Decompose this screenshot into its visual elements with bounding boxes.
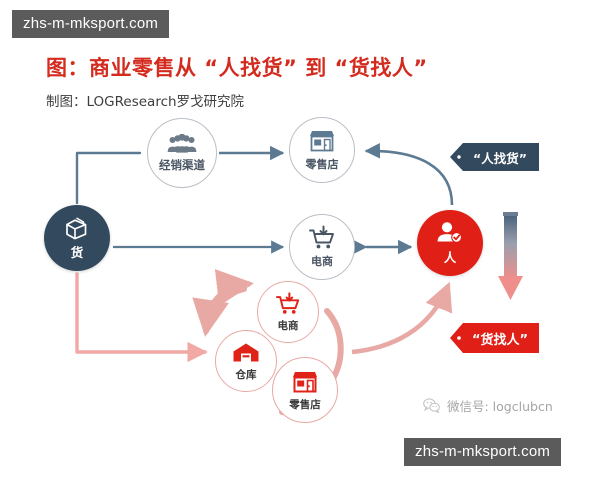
node-goods-label: 货	[70, 245, 84, 260]
user-check-icon	[434, 221, 466, 247]
page-subtitle: 制图：LOGResearch罗戈研究院	[46, 94, 245, 110]
watermark-bottom: zhs-m-mksport.com	[404, 438, 562, 466]
tag-shape-red	[450, 323, 539, 353]
transition-gradient-arrow	[498, 212, 523, 300]
page-title: 图：商业零售从 “人找货” 到 “货找人”	[46, 56, 428, 80]
node-retail-store[interactable]: 零售店	[289, 117, 355, 183]
link-goods-to-channel	[75, 151, 142, 205]
node-ecommerce-red-label: 电商	[277, 319, 299, 332]
node-warehouse[interactable]: 仓库	[215, 330, 277, 392]
node-retail-store-red[interactable]: 零售店	[272, 357, 338, 423]
node-channel-label: 经销渠道	[159, 157, 205, 172]
warehouse-icon	[231, 341, 261, 365]
link-goods-to-cluster	[75, 272, 208, 363]
wechat-credit: 微信号: logclubcn	[423, 396, 553, 415]
node-retail-store-red-label: 零售店	[289, 398, 321, 411]
node-person-label: 人	[443, 249, 457, 265]
node-goods[interactable]: 货	[44, 205, 110, 271]
tag-goods-find-people[interactable]: “货找人”	[449, 322, 541, 354]
tag-shape-blue	[450, 143, 539, 171]
storefront-icon	[290, 369, 320, 395]
node-person[interactable]: 人	[417, 210, 483, 276]
storefront-icon	[307, 128, 337, 154]
node-warehouse-label: 仓库	[235, 368, 257, 381]
node-ecommerce[interactable]: 电商	[289, 214, 355, 280]
people-group-icon	[166, 133, 198, 156]
shopping-cart-icon	[307, 225, 337, 251]
tag-goods-find-people-label: “货找人”	[471, 332, 529, 348]
link-cluster-to-person	[351, 281, 453, 355]
link-person-to-retail	[364, 142, 454, 206]
watermark-top: zhs-m-mksport.com	[12, 10, 170, 38]
package-icon	[63, 215, 91, 241]
wechat-text: 微信号: logclubcn	[447, 399, 553, 414]
node-retail-store-label: 零售店	[305, 158, 339, 171]
wechat-icon	[423, 398, 440, 414]
node-channel[interactable]: 经销渠道	[147, 118, 217, 188]
tag-people-find-goods-label: “人找货”	[473, 150, 527, 166]
node-ecommerce-label: 电商	[311, 255, 333, 268]
link-cluster-rotate-left	[192, 286, 247, 337]
tag-people-find-goods[interactable]: “人找货”	[449, 142, 541, 172]
shopping-cart-icon	[274, 291, 302, 316]
node-ecommerce-red[interactable]: 电商	[257, 281, 319, 343]
